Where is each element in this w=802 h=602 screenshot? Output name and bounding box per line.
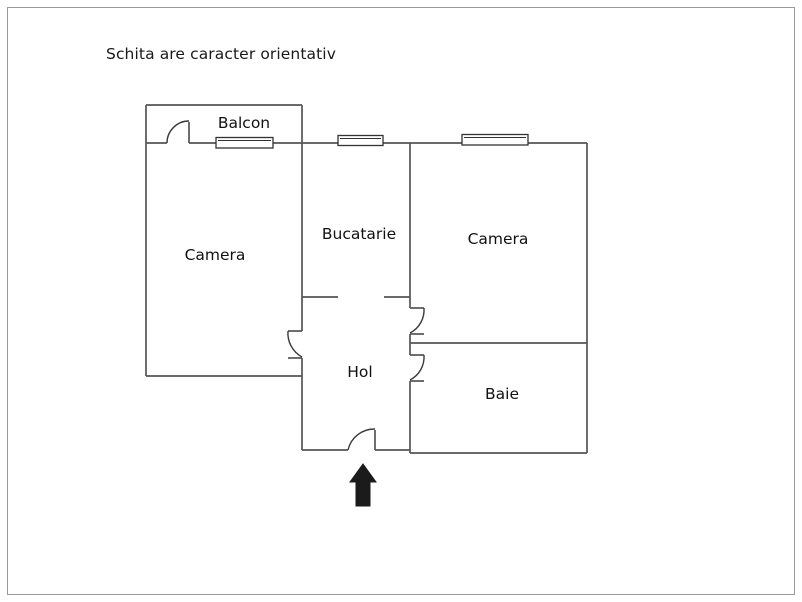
room-label-camera-left: Camera [184, 246, 246, 264]
room-label-bucatarie: Bucatarie [321, 225, 397, 243]
door-hol-camera-left-arc [287, 330, 303, 358]
page-title: Schita are caracter orientativ [106, 45, 336, 63]
walls-group [145, 104, 588, 454]
room-label-balcon: Balcon [217, 114, 271, 132]
door-balcon-arc [166, 120, 190, 144]
door-hol-camera-right-arc [409, 307, 425, 334]
entrance-arrow [349, 463, 377, 507]
room-label-baie: Baie [485, 385, 519, 403]
room-label-camera-right: Camera [467, 230, 529, 248]
window-bucatarie [337, 134, 384, 147]
window-balcon [215, 136, 274, 149]
window-camera-right [461, 133, 529, 146]
door-entrance-arc [347, 428, 376, 451]
entrance-arrow-shape [349, 463, 377, 507]
windows-group [215, 133, 529, 149]
door-hol-baie-arc [409, 354, 425, 381]
room-label-hol: Hol [347, 363, 373, 381]
page-border [7, 7, 795, 595]
